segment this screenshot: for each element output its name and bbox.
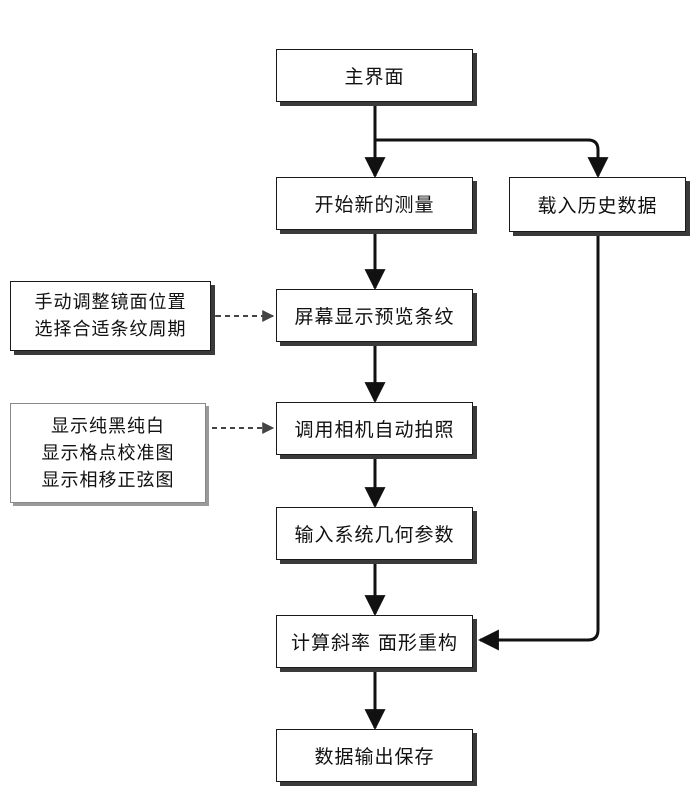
node-data-output-save: 数据输出保存: [276, 729, 473, 782]
note-patterns-line-1: 显示纯黑纯白: [51, 415, 165, 437]
note-mirror-adjust: 手动调整镜面位置 选择合适条纹周期: [10, 281, 211, 351]
note-patterns-line-2: 显示格点校准图: [41, 442, 175, 464]
arrow-main-to-history: [375, 138, 609, 179]
node-screen-preview-fringes: 屏幕显示预览条纹: [276, 289, 473, 342]
note-mirror-line-2: 选择合适条纹周期: [34, 319, 187, 340]
note-patterns-line-3: 显示相移正弦图: [41, 469, 175, 491]
node-input-geometry-params: 输入系统几何参数: [276, 507, 473, 560]
node-compute-slope-reconstruct: 计算斜率 面形重构: [276, 615, 473, 668]
node-start-new-measurement: 开始新的测量: [276, 177, 473, 230]
note-display-patterns: 显示纯黑纯白 显示格点校准图 显示相移正弦图: [10, 403, 206, 503]
node-load-history-data: 载入历史数据: [509, 177, 686, 232]
arrow-history-to-compute: [477, 232, 600, 651]
node-camera-auto-capture: 调用相机自动拍照: [276, 402, 473, 455]
node-main-interface: 主界面: [276, 49, 473, 102]
note-mirror-line-1: 手动调整镜面位置: [34, 292, 187, 313]
